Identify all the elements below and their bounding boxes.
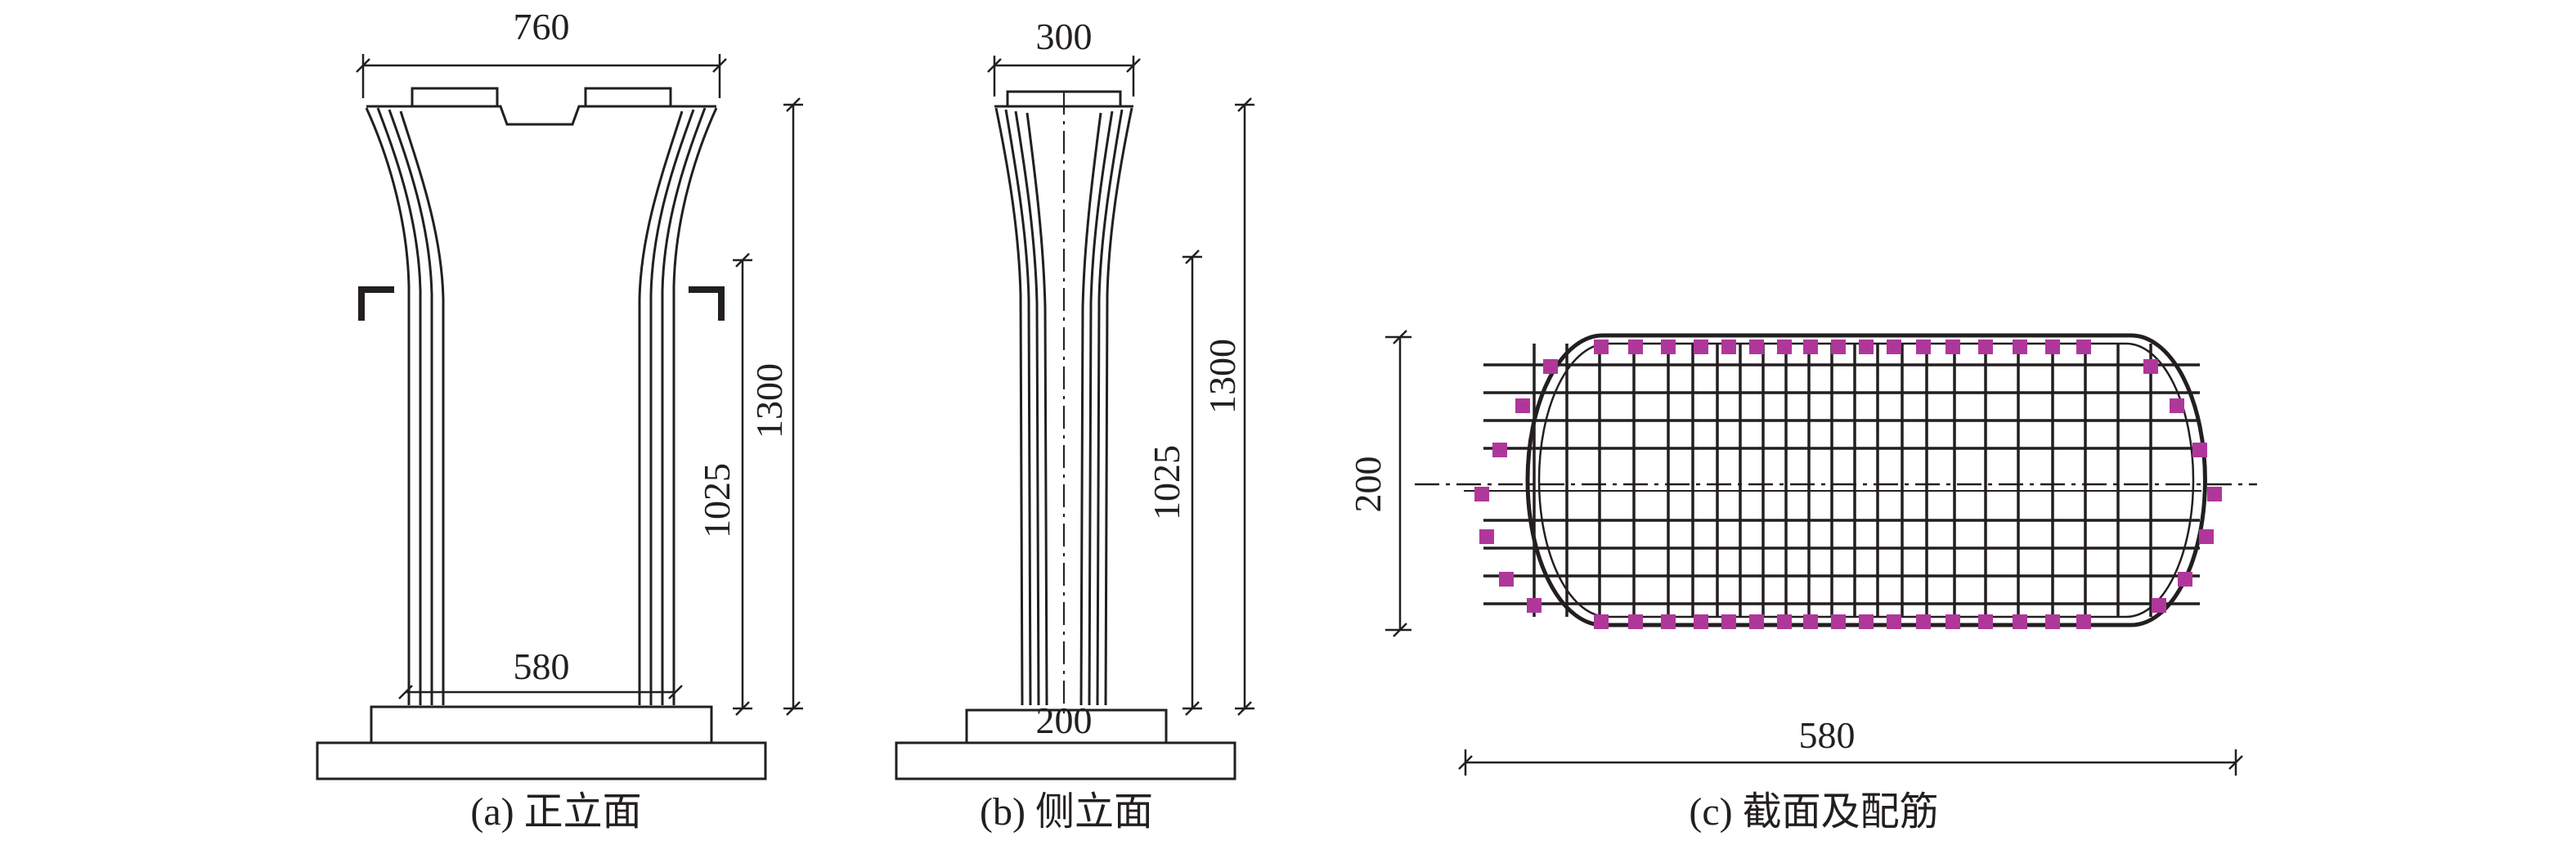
side-base — [895, 708, 1236, 780]
rebar-dot — [1474, 487, 1489, 501]
front-elevation-caption: (a) 正立面 — [470, 790, 641, 834]
front-cap — [366, 87, 716, 126]
rebar-dot — [2192, 443, 2207, 457]
rebar-dot — [1831, 614, 1846, 629]
front-top-width-label: 760 — [514, 6, 570, 47]
rebar-dot — [1803, 614, 1818, 629]
rebar-dot — [2207, 487, 2222, 501]
rebar-dot — [1721, 340, 1736, 354]
side-height-dimensions — [1183, 97, 1254, 716]
section-height-label: 200 — [1347, 456, 1389, 513]
front-section-markers — [358, 286, 725, 321]
rebar-dot — [1594, 340, 1609, 354]
rebar-dot — [2076, 340, 2091, 354]
side-bottom-width-label: 200 — [1036, 699, 1093, 741]
rebar-dot — [1945, 340, 1960, 354]
front-base — [316, 705, 767, 780]
rebar-dot — [1628, 614, 1643, 629]
rebar-dot — [2013, 614, 2027, 629]
rebar-dot — [2045, 614, 2060, 629]
rebar-dot — [1694, 340, 1708, 354]
side-height-total-label: 1300 — [1201, 339, 1243, 414]
rebar-dot — [1749, 614, 1764, 629]
section-stirrup-grid — [1483, 344, 2200, 617]
rebar-dot — [1527, 598, 1542, 613]
rebar-dot — [1749, 340, 1764, 354]
section-rebars — [1474, 340, 2222, 629]
front-bottom-width-label: 580 — [514, 645, 570, 687]
rebar-dot — [1859, 340, 1874, 354]
rebar-dot — [1831, 340, 1846, 354]
section-height-dimension — [1385, 330, 1411, 637]
rebar-dot — [2076, 614, 2091, 629]
rebar-dot — [1479, 529, 1494, 544]
rebar-dot — [1777, 614, 1792, 629]
rebar-dot — [2045, 340, 2060, 354]
section-view: 200 580 (c) 截面及配筋 — [1347, 330, 2257, 834]
rebar-dot — [1721, 614, 1736, 629]
rebar-dot — [1694, 614, 1708, 629]
section-width-dimension — [1458, 749, 2243, 776]
front-shaft — [365, 107, 718, 705]
rebar-dot — [1492, 443, 1507, 457]
rebar-dot — [1945, 614, 1960, 629]
section-outline — [1525, 333, 2207, 627]
rebar-dot — [2199, 529, 2214, 544]
rebar-dot — [1777, 340, 1792, 354]
side-elevation: 300 200 — [895, 16, 1254, 834]
rebar-dot — [2170, 398, 2184, 413]
front-height-lower-label: 1025 — [696, 463, 738, 538]
rebar-dot — [1515, 398, 1530, 413]
front-bottom-dimension — [398, 685, 683, 699]
front-top-dimension — [356, 54, 727, 98]
rebar-dot — [1803, 340, 1818, 354]
rebar-dot — [1978, 340, 1993, 354]
section-width-label: 580 — [1799, 714, 1856, 756]
rebar-dot — [2013, 340, 2027, 354]
side-top-dimension — [987, 56, 1141, 97]
rebar-dot — [1887, 614, 1901, 629]
rebar-dot — [2143, 359, 2158, 374]
side-elevation-caption: (b) 侧立面 — [980, 790, 1153, 834]
rebar-dot — [1661, 340, 1676, 354]
rebar-dot — [1916, 340, 1931, 354]
side-top-width-label: 300 — [1036, 16, 1093, 57]
section-caption: (c) 截面及配筋 — [1689, 790, 1938, 834]
front-height-total-label: 1300 — [748, 363, 790, 438]
rebar-dot — [1499, 572, 1514, 587]
rebar-dot — [2178, 572, 2192, 587]
rebar-dot — [1916, 614, 1931, 629]
rebar-dot — [1543, 359, 1558, 374]
side-height-lower-label: 1025 — [1146, 445, 1187, 520]
rebar-dot — [1859, 614, 1874, 629]
rebar-dot — [1594, 614, 1609, 629]
rebar-dot — [1628, 340, 1643, 354]
front-elevation: 760 580 — [316, 6, 803, 834]
rebar-dot — [1978, 614, 1993, 629]
rebar-dot — [1661, 614, 1676, 629]
side-shaft — [994, 107, 1133, 706]
rebar-dot — [2152, 598, 2166, 613]
front-height-dimensions — [733, 97, 803, 716]
rebar-dot — [1887, 340, 1901, 354]
